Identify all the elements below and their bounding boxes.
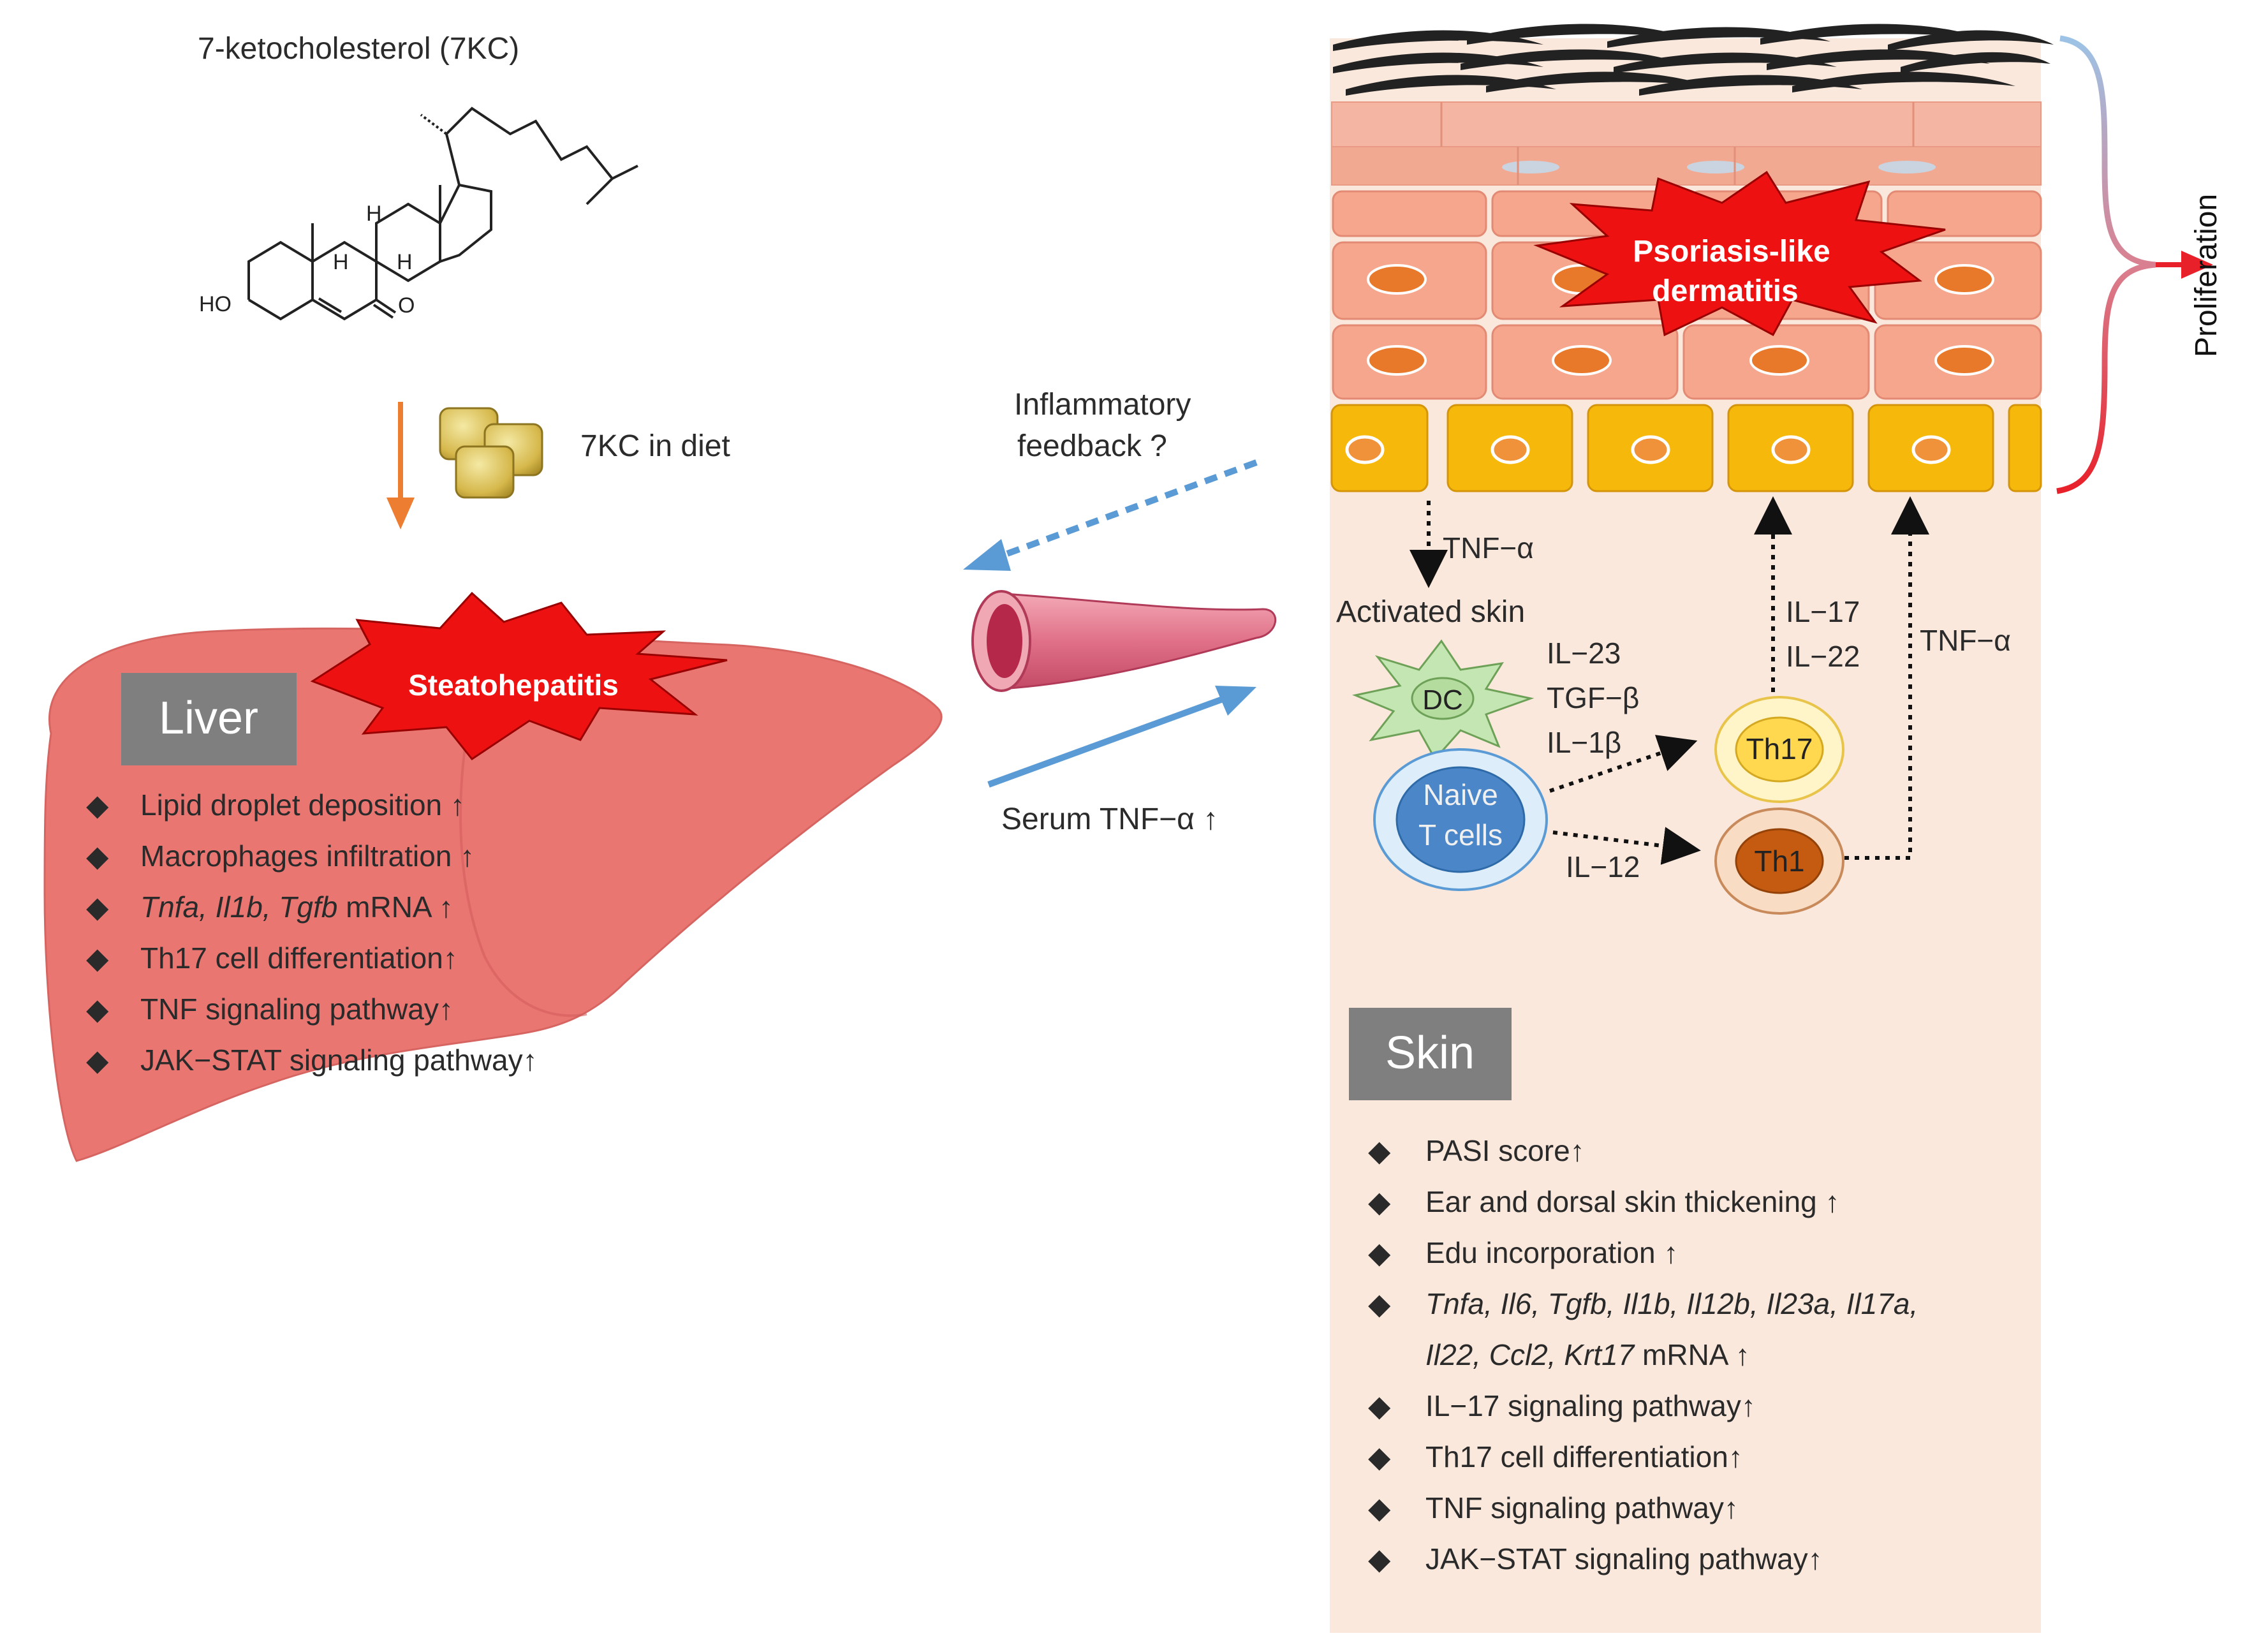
- dc-label: DC: [1422, 684, 1463, 716]
- th1-nucleus: [1735, 828, 1824, 894]
- skin-title-box: [1349, 1008, 1512, 1100]
- skin-item-8: JAK−STAT signaling pathway↑: [1425, 1542, 1823, 1575]
- skin-item-4b-genes: Il22, Ccl2, Krt17: [1425, 1338, 1635, 1371]
- molecule-structure: 7-ketocholesterol (7KC) HO O H: [198, 32, 638, 321]
- liver-item-5: TNF signaling pathway↑: [140, 992, 453, 1026]
- feedback-label-line2: feedback ?: [1017, 429, 1167, 463]
- liver-item-2: Macrophages infiltration ↑: [140, 839, 475, 873]
- liver-bullet-2: ◆: [86, 839, 109, 873]
- activated-skin-label: Activated skin: [1336, 595, 1525, 629]
- proliferation-arrow: [2156, 251, 2213, 279]
- basal-layer: [1330, 404, 2042, 492]
- liver-title: Liver: [159, 693, 258, 744]
- skin-item-4b: Il22, Ccl2, Krt17 mRNA ↑: [1425, 1338, 1750, 1371]
- steatohepatitis-label: Steatohepatitis: [408, 668, 619, 702]
- skin-item-4b-suffix: mRNA ↑: [1634, 1338, 1749, 1371]
- dc-nucleus: [1411, 677, 1475, 720]
- liver-item-4: Th17 cell differentiation↑: [140, 941, 458, 975]
- il22-label: IL−22: [1786, 640, 1860, 673]
- liver-item-6: JAK−STAT signaling pathway↑: [140, 1044, 538, 1077]
- molecule-title: 7-ketocholesterol (7KC): [198, 32, 519, 66]
- skin-bullet-1: ◆: [1368, 1134, 1391, 1167]
- to-th17-arrow: [1549, 735, 1698, 793]
- cytokine-tgfb: TGF−β: [1547, 681, 1639, 714]
- skin-bullet-2: ◆: [1368, 1185, 1391, 1218]
- diet-arrow: [386, 402, 415, 529]
- steatohepatitis-burst: [310, 591, 728, 761]
- th17-label: Th17: [1746, 732, 1813, 765]
- cytokine-il23: IL−23: [1547, 637, 1621, 670]
- il17-label: IL−17: [1786, 595, 1860, 628]
- spinous-nuclei: [1367, 264, 1994, 376]
- psoriasis-burst: [1533, 170, 1946, 337]
- proliferation-brace: [2056, 35, 2156, 494]
- skin-item-6: Th17 cell differentiation↑: [1425, 1440, 1743, 1473]
- feedback-label-line1: Inflammatory: [1014, 388, 1191, 422]
- skin-bullet-4: ◆: [1368, 1287, 1391, 1320]
- skin-findings-list: ◆ PASI score↑ ◆ Ear and dorsal skin thic…: [1368, 1134, 1918, 1575]
- th17-nucleus: [1735, 716, 1824, 783]
- th1-to-skin-arrow: [1844, 496, 1929, 860]
- skin-item-3: Edu incorporation ↑: [1425, 1236, 1678, 1269]
- liver-item-1: Lipid droplet deposition ↑: [140, 788, 465, 822]
- atom-h-2: H: [333, 250, 349, 274]
- tnf-down-label: TNF−α: [1443, 531, 1534, 564]
- stratum-corneum: [1333, 24, 2054, 96]
- atom-h-1: H: [366, 202, 382, 226]
- skin-item-7: TNF signaling pathway↑: [1425, 1491, 1739, 1524]
- food-cubes-icon: [439, 407, 543, 499]
- liver-bullet-1: ◆: [86, 788, 109, 822]
- th1-label: Th1: [1754, 844, 1804, 878]
- naive-label-line2: T cells: [1418, 818, 1503, 852]
- skin-bullet-6: ◆: [1368, 1440, 1391, 1473]
- diet-label: 7KC in diet: [580, 429, 730, 463]
- naive-label-line1: Naive: [1423, 778, 1498, 811]
- skin-bullet-8: ◆: [1368, 1542, 1391, 1575]
- psoriasis-label-line2: dermatitis: [1652, 274, 1798, 308]
- to-th1-arrow: [1552, 827, 1701, 865]
- serum-arrow: [987, 686, 1256, 788]
- liver-item-3: Tnfa, Il1b, Tgfb mRNA ↑: [140, 890, 453, 924]
- skin-item-2: Ear and dorsal skin thickening ↑: [1425, 1185, 1839, 1218]
- skin-title: Skin: [1385, 1028, 1475, 1079]
- tnf-up-label: TNF−α: [1920, 624, 2011, 657]
- liver-item-3-genes: Tnfa, Il1b, Tgfb: [140, 890, 337, 924]
- skin-bullet-7: ◆: [1368, 1491, 1391, 1524]
- granular-layer: [1331, 101, 2042, 186]
- skin-item-1: PASI score↑: [1425, 1134, 1585, 1167]
- proliferation-label: Proliferation: [2190, 194, 2223, 357]
- skin-item-5: IL−17 signaling pathway↑: [1425, 1389, 1756, 1422]
- psoriasis-label-line1: Psoriasis-like: [1633, 235, 1830, 269]
- atom-h-3: H: [397, 250, 413, 274]
- atom-o: O: [398, 293, 415, 318]
- atom-ho: HO: [199, 292, 232, 316]
- liver-item-3-suffix: mRNA ↑: [337, 890, 453, 924]
- liver-bullet-6: ◆: [86, 1044, 109, 1077]
- liver-findings-list: ◆ Lipid droplet deposition ↑ ◆ Macrophag…: [86, 788, 538, 1077]
- il12-label: IL−12: [1566, 850, 1640, 883]
- skin-bullet-5: ◆: [1368, 1389, 1391, 1422]
- skin-item-4-genes: Tnfa, Il6, Tgfb, Il1b, Il12b, Il23a, Il1…: [1425, 1287, 1918, 1320]
- cytokine-il1b: IL−1β: [1547, 726, 1621, 759]
- liver-bullet-3: ◆: [86, 890, 109, 924]
- feedback-arrow: [963, 459, 1258, 571]
- liver-bullet-4: ◆: [86, 941, 109, 975]
- skin-item-4: Tnfa, Il6, Tgfb, Il1b, Il12b, Il23a, Il1…: [1425, 1287, 1918, 1320]
- liver-title-box: [121, 673, 297, 765]
- blood-vessel-icon: [971, 590, 1277, 692]
- serum-tnf-label: Serum TNF−α ↑: [1001, 802, 1218, 836]
- naive-t-nucleus: [1395, 766, 1526, 873]
- skin-bullet-3: ◆: [1368, 1236, 1391, 1269]
- liver-bullet-5: ◆: [86, 992, 109, 1026]
